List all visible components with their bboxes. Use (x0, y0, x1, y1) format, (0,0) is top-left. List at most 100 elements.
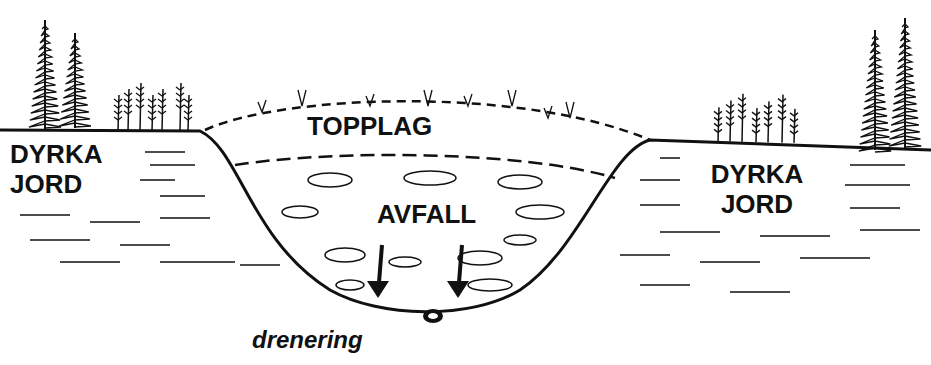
shrub-leaf (790, 119, 798, 122)
grass-tuft (464, 94, 472, 106)
soil-stroke (90, 221, 140, 223)
shrub-leaf (714, 111, 722, 114)
shrub-leaf (114, 117, 122, 120)
grass-tuft (508, 90, 516, 106)
shrub-leaf (124, 99, 132, 102)
shrub-leaf (148, 105, 156, 108)
shrub-leaf (148, 99, 156, 102)
shrub-leaf (124, 93, 132, 96)
waste-blob (468, 279, 512, 291)
conifer-tree (29, 20, 61, 130)
shrub-leaf (114, 105, 122, 108)
shrub (778, 95, 786, 143)
soil-stroke (620, 254, 670, 256)
soil-stroke (20, 214, 70, 216)
waste-blob (458, 251, 502, 265)
shrub-leaf (738, 116, 746, 119)
shrub-leaf (764, 123, 772, 126)
waste-blob (498, 175, 542, 189)
shrub (752, 108, 760, 142)
conifer-tree (889, 18, 921, 148)
shrub-leaf (790, 125, 798, 128)
shrub (764, 101, 772, 142)
soil-stroke (845, 184, 910, 186)
waste-blob (389, 257, 421, 267)
waste-blob (308, 173, 352, 187)
shrub-leaf (778, 105, 786, 108)
shrub (790, 109, 798, 143)
top-layer-lower (235, 155, 615, 178)
soil-hatching (20, 152, 920, 292)
waste-blobs (282, 171, 564, 291)
waste-blob (516, 205, 564, 219)
soil-stroke (60, 261, 120, 263)
tree-branches (29, 26, 61, 128)
soil-stroke (150, 164, 195, 166)
shrub-leaf (790, 131, 798, 134)
shrub-leaf (114, 111, 122, 114)
grass-tuft (566, 102, 574, 118)
soil-stroke (640, 284, 690, 286)
shrub-leaf (158, 93, 166, 96)
layer-label: TOPPLAG (305, 112, 434, 142)
shrub-leaf (752, 112, 760, 115)
shrub-leaf (764, 117, 772, 120)
shrub (176, 83, 184, 131)
grass-tuft (298, 90, 306, 106)
waste-blob (282, 206, 318, 218)
soil-stroke (240, 264, 280, 266)
shrub-leaf (184, 105, 192, 108)
shrub (184, 95, 192, 131)
shrub-leaf (764, 111, 772, 114)
shrub-leaf (738, 104, 746, 107)
shrub (726, 101, 734, 142)
soil-stroke (30, 239, 90, 241)
drain-pipe-opening (428, 313, 438, 319)
soil-stroke (700, 261, 760, 263)
shrub-leaf (124, 105, 132, 108)
shrub-leaf (778, 111, 786, 114)
shrub-leaf (148, 117, 156, 120)
soil-stroke (145, 151, 185, 153)
grass-tuft (366, 94, 374, 106)
shrub-leaf (184, 111, 192, 114)
shrub-leaf (714, 117, 722, 120)
grass-tuft (544, 106, 552, 118)
waste-blob (336, 280, 364, 290)
shrub-leaf (124, 111, 132, 114)
shrub-leaf (738, 110, 746, 113)
shrub (124, 89, 132, 131)
shrub-leaf (136, 93, 144, 96)
soil-stroke (160, 217, 210, 219)
shrub-leaf (148, 111, 156, 114)
soil-stroke (640, 179, 680, 181)
shrub-leaf (726, 123, 734, 126)
shrub-leaf (738, 98, 746, 101)
tree-branches (59, 39, 91, 127)
shrub-leaf (726, 111, 734, 114)
seepage-arrows (367, 245, 469, 298)
shrub-leaf (158, 99, 166, 102)
arrow-head (447, 281, 469, 298)
shrub-leaf (714, 123, 722, 126)
shrub-leaf (790, 113, 798, 116)
shrub (738, 94, 746, 142)
soil-stroke (800, 257, 870, 259)
soil-stroke (160, 261, 235, 263)
waste-blob (325, 248, 365, 262)
drain-pipe (423, 309, 443, 323)
soil-label: DYRKA JORD (8, 140, 132, 200)
soil-stroke (760, 235, 830, 237)
shrub-leaf (158, 105, 166, 108)
shrub-leaf (176, 87, 184, 90)
shrub-leaf (184, 99, 192, 102)
shrub-leaf (176, 99, 184, 102)
shrub-leaf (114, 99, 122, 102)
shrub (714, 107, 722, 141)
soil-stroke (140, 179, 175, 181)
soil-stroke (850, 164, 905, 166)
shrub-leaf (778, 117, 786, 120)
shrub-leaf (764, 105, 772, 108)
shrub-stem (756, 108, 757, 142)
